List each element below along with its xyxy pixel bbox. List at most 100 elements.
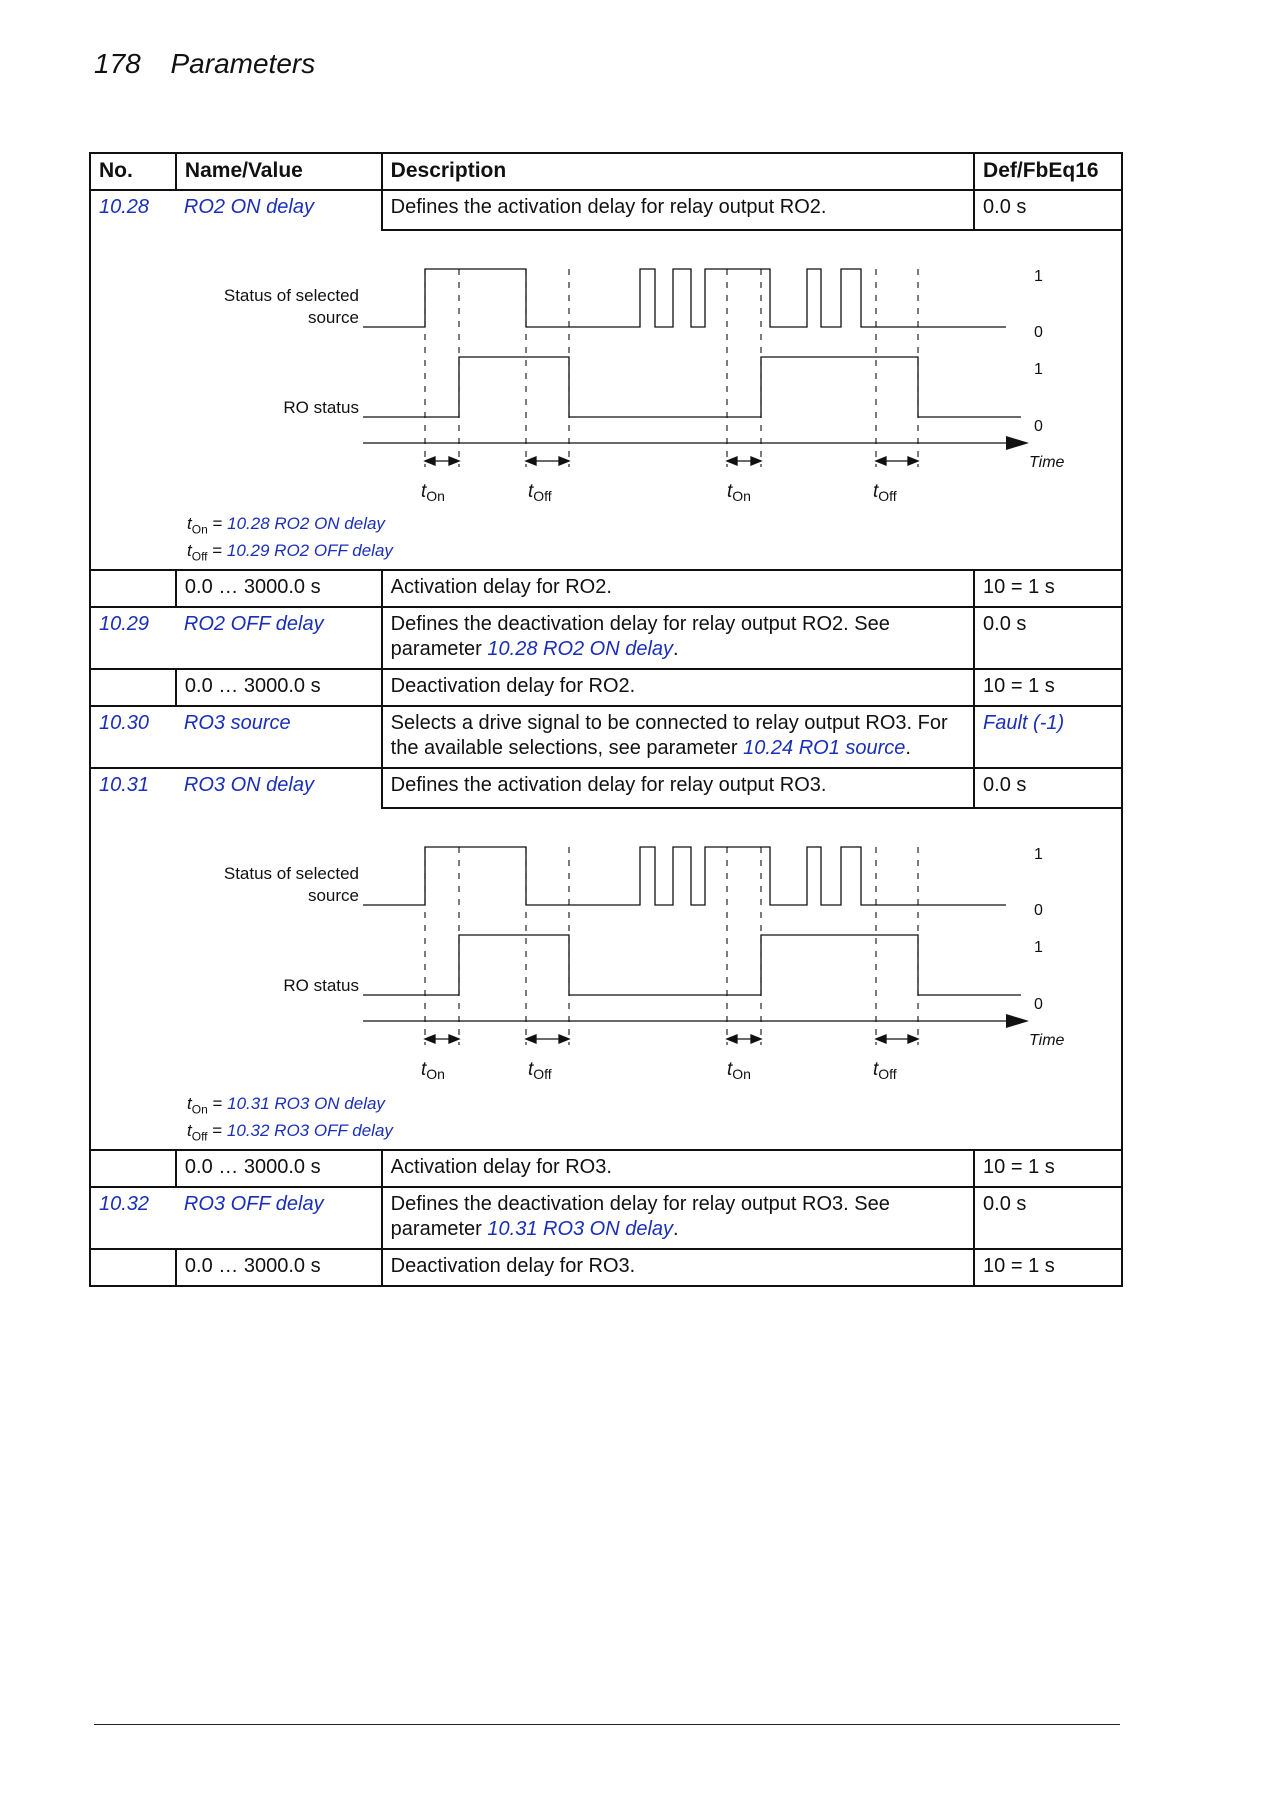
table-header-row: No. Name/Value Description Def/FbEq16 — [89, 152, 1123, 191]
level-high-label: 1 — [1034, 846, 1043, 863]
time-axis-label: Time — [1029, 1032, 1065, 1049]
table-row: 10.28 RO2 ON delay Defines the activatio… — [89, 189, 1123, 231]
param-description: Activation delay for RO3. — [380, 1149, 976, 1188]
t-on-sub: On — [426, 1066, 445, 1082]
param-fbeq: 10 = 1 s — [973, 1149, 1123, 1188]
diagram-legend: tOn = 10.31 RO3 ON delay tOff = 10.32 RO… — [187, 1094, 393, 1144]
status-source-label-2: source — [308, 886, 359, 905]
ro-status-label: RO status — [283, 398, 359, 417]
param-default[interactable]: Fault (-1) — [973, 705, 1123, 769]
param-link[interactable]: 10.24 RO1 source — [743, 737, 906, 759]
svg-text:tOff: tOff — [528, 481, 552, 504]
param-number[interactable]: 10.28 — [89, 189, 176, 230]
param-default: 0.0 s — [973, 189, 1123, 231]
level-high-label: 1 — [1034, 268, 1043, 285]
param-description: Deactivation delay for RO3. — [380, 1248, 976, 1287]
param-range: 0.0 … 3000.0 s — [174, 1149, 383, 1188]
legend-on-link[interactable]: 10.28 RO2 ON delay — [227, 514, 385, 533]
level-high-label: 1 — [1034, 361, 1043, 378]
param-description: Selects a drive signal to be connected t… — [380, 705, 976, 769]
time-axis-label: Time — [1029, 454, 1065, 471]
legend-off-link[interactable]: 10.32 RO3 OFF delay — [226, 1121, 393, 1141]
timing-diagram-svg: Status of selected source RO status 1 0 … — [224, 846, 1065, 1082]
svg-text:tOn: tOn — [727, 1059, 751, 1082]
param-number[interactable]: 10.32 — [89, 1186, 176, 1250]
t-on-label: t — [421, 1059, 427, 1080]
param-name[interactable]: RO3 OFF delay — [175, 1186, 383, 1250]
param-description: Defines the activation delay for relay o… — [380, 767, 976, 809]
t-off-label: t — [528, 481, 534, 502]
timing-diagram-svg: Status of selected source RO status 1 0 … — [224, 268, 1065, 504]
t-on-sub: On — [732, 1066, 751, 1082]
svg-text:tOff: tOff — [528, 1059, 552, 1082]
param-description: Defines the activation delay for relay o… — [380, 189, 976, 231]
param-default: 0.0 s — [973, 767, 1123, 809]
t-on-label: t — [421, 481, 427, 502]
param-fbeq: 10 = 1 s — [973, 569, 1123, 608]
param-link[interactable]: 10.28 RO2 ON delay — [487, 638, 674, 660]
param-description: Deactivation delay for RO2. — [380, 668, 976, 707]
param-number[interactable]: 10.30 — [89, 705, 176, 769]
footer-divider — [94, 1724, 1120, 1725]
parameter-table: No. Name/Value Description Def/FbEq16 10… — [89, 152, 1123, 1287]
level-low-label: 0 — [1034, 324, 1043, 341]
table-row: 0.0 … 3000.0 s Activation delay for RO2.… — [89, 569, 1123, 608]
t-on-label: t — [727, 1059, 733, 1080]
table-row: 0.0 … 3000.0 s Deactivation delay for RO… — [89, 668, 1123, 707]
table-row: 10.30 RO3 source Selects a drive signal … — [89, 705, 1123, 769]
level-high-label: 1 — [1034, 939, 1043, 956]
param-default: 0.0 s — [973, 606, 1123, 670]
param-default: 0.0 s — [973, 1186, 1123, 1250]
header-default: Def/FbEq16 — [973, 152, 1123, 191]
svg-text:tOn: tOn — [421, 1059, 445, 1082]
timing-diagram-ro2: Status of selected source RO status 1 0 … — [89, 230, 1123, 571]
t-off-label: t — [528, 1059, 534, 1080]
param-name[interactable]: RO3 source — [175, 705, 383, 769]
legend-on-link[interactable]: 10.31 RO3 ON delay — [227, 1094, 385, 1113]
t-on-sub: On — [732, 488, 751, 504]
param-description: Activation delay for RO2. — [380, 569, 976, 608]
t-off-label: t — [873, 481, 879, 502]
timing-diagram-ro3: Status of selected source RO status 1 0 … — [89, 808, 1123, 1151]
diagram-row: Status of selected source RO status 1 0 … — [89, 808, 1123, 1151]
status-source-label-1: Status of selected — [224, 864, 359, 883]
param-range: 0.0 … 3000.0 s — [174, 668, 383, 707]
t-off-sub: Off — [878, 1066, 897, 1082]
param-number[interactable]: 10.29 — [89, 606, 176, 670]
level-low-label: 0 — [1034, 418, 1043, 435]
table-row: 10.32 RO3 OFF delay Defines the deactiva… — [89, 1186, 1123, 1250]
t-off-sub: Off — [878, 488, 897, 504]
header-description: Description — [380, 152, 976, 191]
param-description: Defines the deactivation delay for relay… — [380, 1186, 976, 1250]
param-description: Defines the deactivation delay for relay… — [380, 606, 976, 670]
svg-text:tOff: tOff — [873, 1059, 897, 1082]
svg-text:tOff: tOff — [873, 481, 897, 504]
param-link[interactable]: 10.31 RO3 ON delay — [487, 1218, 674, 1240]
header-name: Name/Value — [174, 152, 383, 191]
param-name[interactable]: RO3 ON delay — [175, 767, 383, 808]
param-range: 0.0 … 3000.0 s — [174, 569, 383, 608]
table-row: 10.31 RO3 ON delay Defines the activatio… — [89, 767, 1123, 809]
t-on-sub: On — [426, 488, 445, 504]
param-name[interactable]: RO2 OFF delay — [175, 606, 383, 670]
diagram-row: Status of selected source RO status 1 0 … — [89, 230, 1123, 571]
table-row: 10.29 RO2 OFF delay Defines the deactiva… — [89, 606, 1123, 670]
legend-off-link[interactable]: 10.29 RO2 OFF delay — [226, 541, 393, 561]
param-fbeq: 10 = 1 s — [973, 1248, 1123, 1287]
t-off-label: t — [873, 1059, 879, 1080]
page-number: 178 — [94, 48, 141, 79]
level-low-label: 0 — [1034, 902, 1043, 919]
svg-text:tOn: tOn — [421, 481, 445, 504]
t-off-sub: Off — [533, 1066, 552, 1082]
header-no: No. — [89, 152, 177, 191]
t-on-label: t — [727, 481, 733, 502]
svg-text:tOn: tOn — [727, 481, 751, 504]
status-source-label-2: source — [308, 308, 359, 327]
param-fbeq: 10 = 1 s — [973, 668, 1123, 707]
param-name[interactable]: RO2 ON delay — [175, 189, 383, 230]
level-low-label: 0 — [1034, 996, 1043, 1013]
ro-status-label: RO status — [283, 976, 359, 995]
param-number[interactable]: 10.31 — [89, 767, 176, 808]
page-header: 178 Parameters — [94, 48, 315, 80]
t-off-sub: Off — [533, 488, 552, 504]
